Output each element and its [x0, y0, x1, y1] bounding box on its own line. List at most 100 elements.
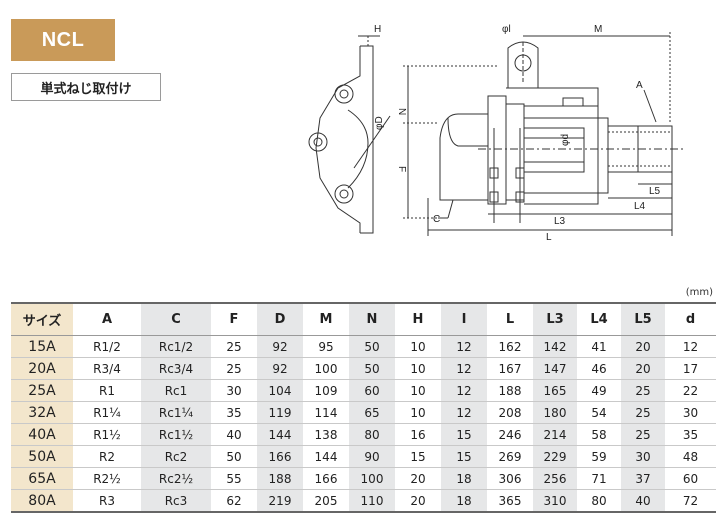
table-cell: 10: [395, 379, 441, 402]
table-cell: Rc2: [141, 445, 211, 468]
table-cell: Rc2½: [141, 467, 211, 490]
dim-label-N: N: [396, 108, 407, 115]
table-cell: 12: [441, 357, 487, 380]
table-cell: 55: [211, 467, 257, 490]
header-F: F: [211, 302, 257, 336]
table-cell: 49: [577, 379, 621, 402]
table-cell: 25: [211, 335, 257, 358]
table-cell: 144: [303, 445, 349, 468]
dim-label-F: F: [396, 166, 407, 172]
table-cell: 25: [621, 423, 665, 446]
table-cell: 229: [533, 445, 577, 468]
table-cell: 119: [257, 401, 303, 424]
elbow-body: [439, 113, 489, 201]
size-cell: 80A: [11, 489, 73, 513]
table-cell: 90: [349, 445, 395, 468]
table-cell: 15: [395, 445, 441, 468]
housing: [487, 95, 507, 205]
table-cell: 50: [349, 357, 395, 380]
table-cell: 50: [211, 445, 257, 468]
table-cell: 60: [349, 379, 395, 402]
dimension-drawing: H φD N F C φl M A φd L5 L4 L3 L: [308, 24, 683, 243]
dim-label-H: H: [374, 24, 381, 35]
table-cell: 166: [257, 445, 303, 468]
dim-label-L4: L4: [634, 201, 646, 212]
header-I: I: [441, 302, 487, 336]
table-cell: 50: [349, 335, 395, 358]
table-cell: 15: [441, 423, 487, 446]
table-cell: 214: [533, 423, 577, 446]
table-cell: 25: [621, 379, 665, 402]
table-cell: 30: [621, 445, 665, 468]
dim-label-M: M: [594, 24, 602, 35]
table-cell: R1¼: [73, 401, 141, 424]
table-cell: 256: [533, 467, 577, 490]
table-cell: R1½: [73, 423, 141, 446]
table-cell: Rc3/4: [141, 357, 211, 380]
table-cell: 104: [257, 379, 303, 402]
table-cell: 16: [395, 423, 441, 446]
table-cell: 60: [665, 467, 716, 490]
table-cell: 180: [533, 401, 577, 424]
table-cell: 92: [257, 335, 303, 358]
table-cell: 109: [303, 379, 349, 402]
product-name: NCL: [41, 28, 85, 51]
table-cell: 20: [621, 357, 665, 380]
table-cell: 162: [487, 335, 533, 358]
table-cell: Rc1/2: [141, 335, 211, 358]
flange-outline: [315, 46, 361, 233]
table-cell: 17: [665, 357, 716, 380]
bolt-hole-top: [334, 84, 354, 104]
table-cell: 12: [441, 401, 487, 424]
size-cell: 25A: [11, 379, 73, 402]
table-cell: 58: [577, 423, 621, 446]
table-cell: 142: [533, 335, 577, 358]
table-cell: 37: [621, 467, 665, 490]
table-cell: 92: [257, 357, 303, 380]
table-cell: 166: [303, 467, 349, 490]
table-cell: 15: [441, 445, 487, 468]
table-cell: 30: [211, 379, 257, 402]
table-cell: 188: [487, 379, 533, 402]
table-cell: Rc1¼: [141, 401, 211, 424]
table-cell: 20: [395, 467, 441, 490]
size-cell: 65A: [11, 467, 73, 490]
dim-label-C: C: [433, 214, 440, 225]
size-cell: 40A: [11, 423, 73, 446]
table-cell: 25: [211, 357, 257, 380]
table-cell: 41: [577, 335, 621, 358]
table-cell: R3/4: [73, 357, 141, 380]
table-cell: 59: [577, 445, 621, 468]
table-cell: 35: [211, 401, 257, 424]
table-cell: 95: [303, 335, 349, 358]
header-L5: L5: [621, 302, 665, 336]
header-L3: L3: [533, 302, 577, 336]
size-cell: 32A: [11, 401, 73, 424]
table-cell: 25: [621, 401, 665, 424]
table-cell: 114: [303, 401, 349, 424]
size-cell: 15A: [11, 335, 73, 358]
unit-note: (mm): [685, 287, 713, 298]
dim-label-L: L: [546, 232, 552, 243]
table-cell: 30: [665, 401, 716, 424]
table-cell: 46: [577, 357, 621, 380]
header-N: N: [349, 302, 395, 336]
header-A: A: [73, 302, 141, 336]
table-cell: 147: [533, 357, 577, 380]
table-cell: Rc1½: [141, 423, 211, 446]
header-d: d: [665, 302, 716, 336]
header-C: C: [141, 302, 211, 336]
table-cell: 138: [303, 423, 349, 446]
table-cell: R2½: [73, 467, 141, 490]
product-badge: NCL: [11, 19, 115, 61]
table-cell: 48: [665, 445, 716, 468]
table-cell: 65: [349, 401, 395, 424]
table-cell: 100: [303, 357, 349, 380]
dim-label-L5: L5: [649, 186, 661, 197]
table-cell: 165: [533, 379, 577, 402]
